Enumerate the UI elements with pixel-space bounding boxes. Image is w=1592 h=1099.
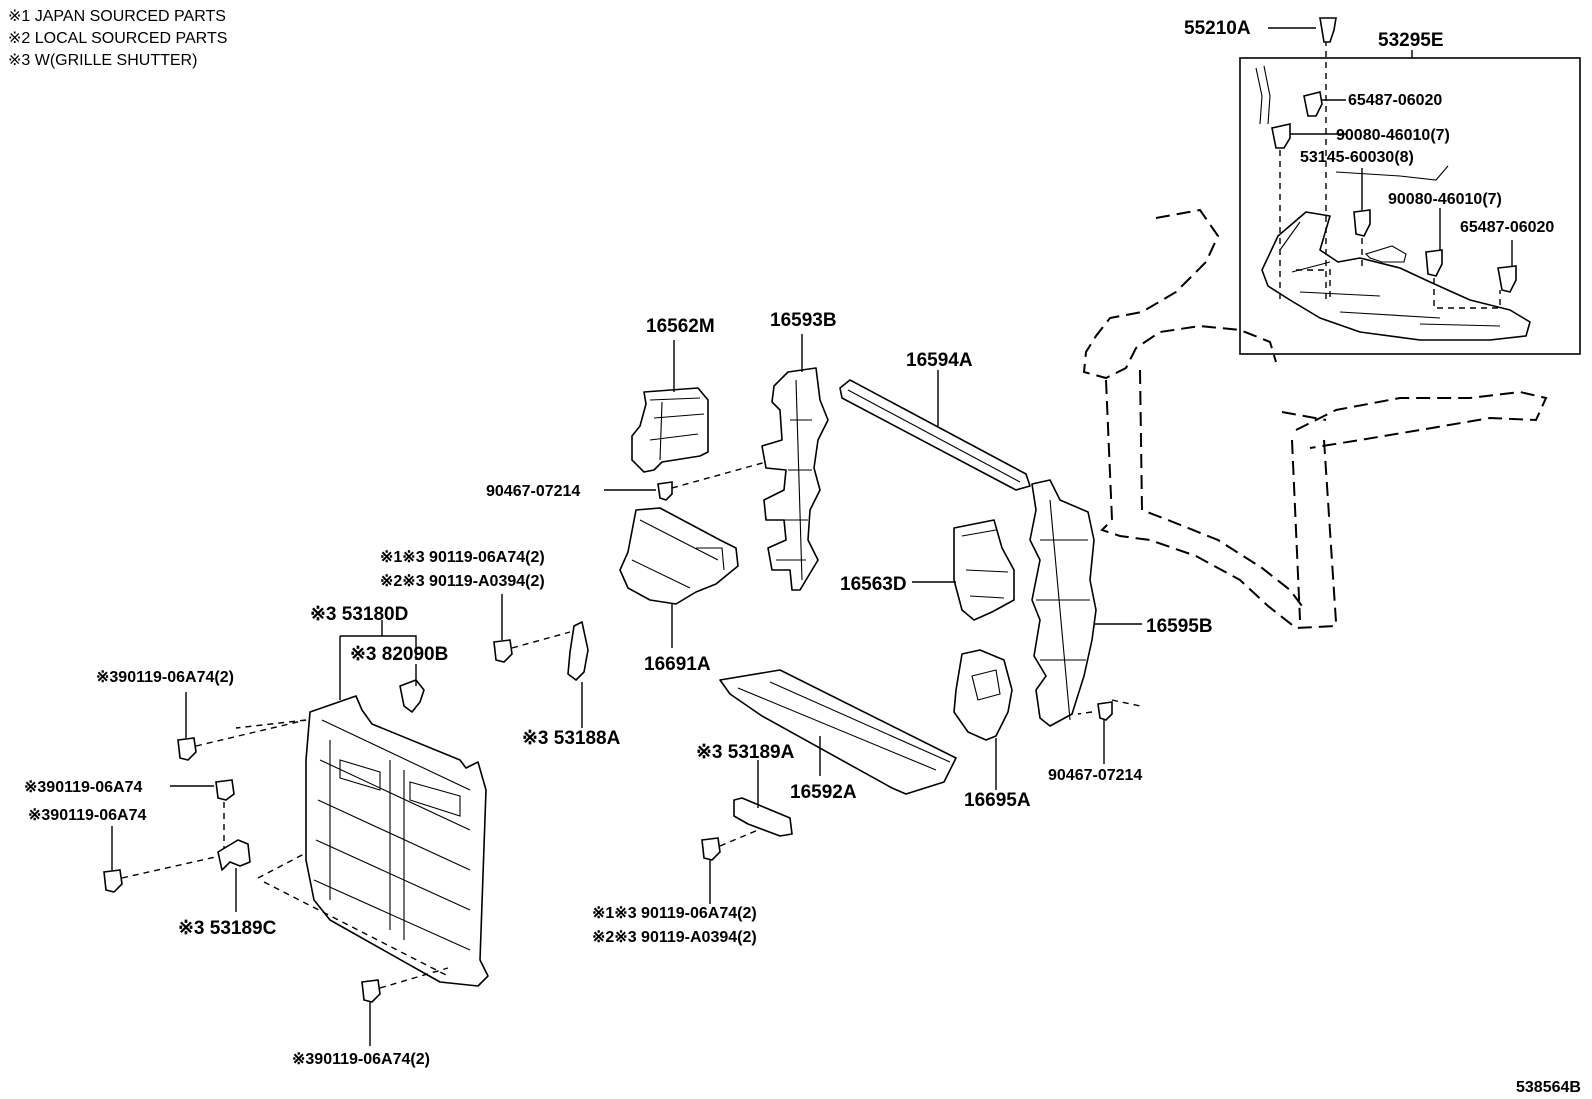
bolt-90119-mid <box>493 639 513 663</box>
label-90080-46010-b: 90080-46010(7) <box>1388 191 1502 208</box>
label-16562M: 16562M <box>646 316 715 337</box>
clips-53295E <box>1271 91 1517 293</box>
label-53295E: 53295E <box>1378 30 1444 51</box>
part-16562M <box>631 387 709 473</box>
inset-box-53295E <box>1239 57 1581 355</box>
label-65487-06020-a: 65487-06020 <box>1348 92 1442 109</box>
label-16691A: 16691A <box>644 654 711 675</box>
bolt-90119-bottom <box>361 979 381 1003</box>
bolt-90119-upper-left <box>177 737 197 761</box>
legend-note-local: ※2 LOCAL SOURCED PARTS <box>8 30 228 47</box>
part-16593B <box>761 367 829 591</box>
part-16691A <box>619 507 739 605</box>
part-16592A <box>719 669 957 795</box>
label-82090B: ※3 82090B <box>350 644 448 665</box>
part-16594A <box>839 379 1031 491</box>
label-90119-06A74-left-mid: ※390119-06A74 <box>24 779 142 796</box>
label-16595B: 16595B <box>1146 616 1213 637</box>
part-16563D <box>953 519 1015 621</box>
part-53188A <box>567 621 589 681</box>
label-16594A: 16594A <box>906 350 973 371</box>
legend-note-japan: ※1 JAPAN SOURCED PARTS <box>8 8 226 25</box>
label-16563D: 16563D <box>840 574 907 595</box>
label-16593B: 16593B <box>770 310 837 331</box>
part-53180D-grille-shutter <box>305 695 489 987</box>
bolt-90119-lower-mid <box>701 837 721 861</box>
label-90119-06A74-upper-left: ※390119-06A74(2) <box>96 669 234 686</box>
clip-55210A <box>1319 17 1337 43</box>
label-90119-A0394-mid: ※2※3 90119-A0394(2) <box>380 573 545 590</box>
label-16695A: 16695A <box>964 790 1031 811</box>
part-82090B <box>399 679 425 713</box>
label-53180D: ※3 53180D <box>310 604 408 625</box>
label-90080-46010-a: 90080-46010(7) <box>1336 127 1450 144</box>
radiator-support-frame <box>1082 208 1548 630</box>
diagram-ref-code: 538564B <box>1516 1079 1581 1096</box>
part-16595B <box>1029 479 1097 727</box>
label-90467-07214-lower: 90467-07214 <box>1048 767 1142 784</box>
label-90119-06A74-lower-mid: ※1※3 90119-06A74(2) <box>592 905 757 922</box>
bolt-90467-upper <box>657 481 673 501</box>
label-53188A: ※3 53188A <box>522 728 621 749</box>
label-65487-06020-b: 65487-06020 <box>1460 219 1554 236</box>
label-16592A: 16592A <box>790 782 857 803</box>
bolt-90119-lower-left <box>103 869 123 893</box>
label-90119-06A74-lower-left: ※390119-06A74 <box>28 807 146 824</box>
label-55210A: 55210A <box>1184 18 1251 39</box>
label-90119-A0394-lower-mid: ※2※3 90119-A0394(2) <box>592 929 757 946</box>
label-90467-07214-upper: 90467-07214 <box>486 483 580 500</box>
part-16695A <box>953 649 1013 741</box>
part-53189A <box>733 797 793 837</box>
label-53145-60030: 53145-60030(8) <box>1300 149 1414 166</box>
bolt-90467-lower <box>1097 701 1113 721</box>
bolt-90119-left-mid <box>215 779 235 801</box>
label-90119-06A74-bottom: ※390119-06A74(2) <box>292 1051 430 1068</box>
label-53189C: ※3 53189C <box>178 918 277 939</box>
label-90119-06A74-mid: ※1※3 90119-06A74(2) <box>380 549 545 566</box>
legend-notes: ※1 JAPAN SOURCED PARTS ※2 LOCAL SOURCED … <box>8 6 227 72</box>
label-53189A: ※3 53189A <box>696 742 795 763</box>
part-53189C <box>217 839 251 871</box>
legend-note-grille-shutter: ※3 W(GRILLE SHUTTER) <box>8 52 198 69</box>
